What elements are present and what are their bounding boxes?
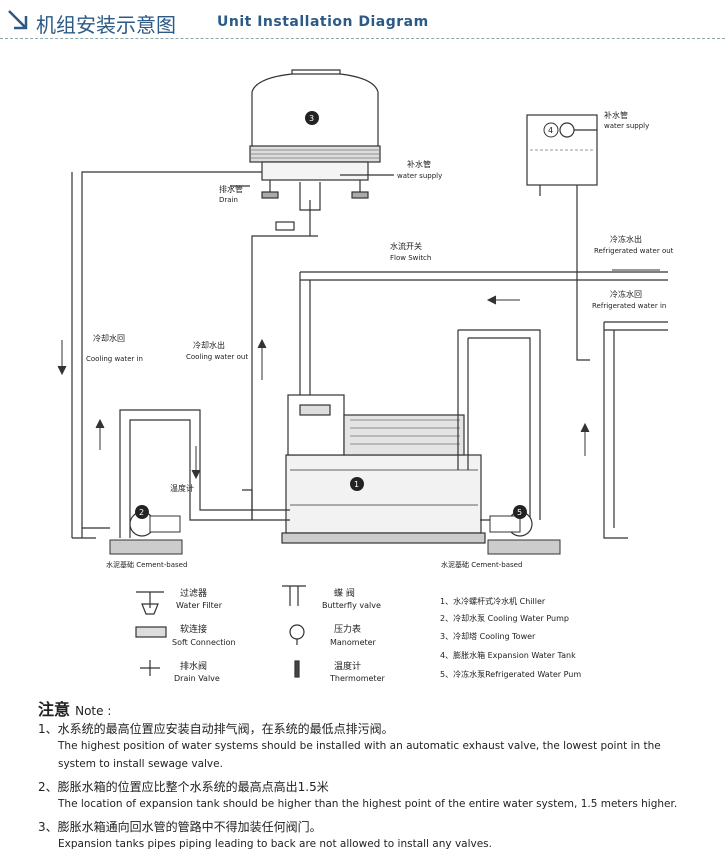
refrig-out-label-en: Refrigerated water out [594, 247, 674, 255]
legend-water-filter-en: Water Filter [176, 601, 223, 610]
legend-butterfly-valve-cn: 蝶 阀 [334, 587, 355, 599]
note-2-en: The location of expansion tank should be… [58, 798, 678, 810]
flow-switch-label-cn: 水流开关 [390, 241, 422, 251]
makeup-water-label-en: water supply [397, 172, 442, 180]
refrig-in-label-en: Refrigerated water in [592, 302, 666, 310]
flow-switch-label-en: Flow Switch [390, 254, 431, 262]
legend-soft-connection-en: Soft Connection [172, 638, 236, 647]
tank-makeup-label-en: water supply [604, 122, 649, 130]
refrig-in-label-cn: 冷冻水回 [610, 289, 642, 299]
legend-manometer-cn: 压力表 [334, 623, 361, 635]
refrig-out-label-cn: 冷冻水出 [610, 234, 642, 244]
legend-drain-valve-cn: 排水阀 [180, 660, 207, 672]
note-1-en-line1: The highest position of water systems sh… [58, 740, 661, 752]
note-1-cn: 1、水系统的最高位置应安装自动排气阀，在系统的最低点排污阀。 [38, 722, 394, 736]
legend-symbols [135, 585, 306, 678]
chiller-unit [281, 394, 486, 544]
tag-pump-right: 5 [517, 508, 522, 517]
note-3-cn: 3、膨胀水箱通向回水管的管路中不得加装任何阀门。 [38, 820, 322, 834]
cooling-out-label-en: Cooling water out [186, 353, 248, 361]
drain-label-en: Drain [219, 196, 238, 204]
legend-thermometer-cn: 温度计 [334, 660, 361, 672]
water-filter-icon [136, 591, 164, 615]
page-title-en: Unit Installation Diagram [217, 14, 429, 30]
thermometer-icon [294, 660, 300, 678]
tag-chiller: 1 [354, 480, 359, 489]
component-2: 2、冷却水泵 Cooling Water Pump [440, 613, 569, 623]
component-tags: 3 4 1 2 5 [135, 111, 559, 519]
tag-cooling-tower: 3 [309, 114, 314, 123]
note-3-en: Expansion tanks pipes piping leading to … [58, 838, 492, 850]
notes-title: 注意 Note : [38, 700, 112, 719]
legend-manometer-en: Manometer [330, 638, 377, 647]
cement-right-label: 水泥基础 Cement-based [441, 560, 522, 569]
cooling-water-pump [109, 511, 183, 555]
installation-diagram: 3 4 1 2 5 补水管 water supply 补水管 water sup… [57, 69, 674, 683]
cooling-tower [249, 69, 381, 199]
component-5: 5、冷冻水泵Refrigerated Water Pum [440, 669, 581, 679]
drain-label-cn: 排水管 [219, 184, 243, 194]
page-header: 机组安装示意图 Unit Installation Diagram [0, 0, 725, 42]
legend-water-filter-cn: 过滤器 [180, 587, 207, 599]
tag-expansion-tank: 4 [548, 126, 553, 135]
cement-left-label: 水泥基础 Cement-based [106, 560, 187, 569]
note-2-cn: 2、膨胀水箱的位置应比整个水系统的最高点高出1.5米 [38, 780, 329, 794]
refrigerated-water-pump [487, 511, 561, 555]
tank-makeup-label-cn: 补水管 [604, 110, 628, 120]
legend-drain-valve-en: Drain Valve [174, 674, 220, 683]
expansion-tank [526, 114, 598, 361]
note-1-en-line2: system to install sewage valve. [58, 758, 223, 770]
butterfly-valve-icon [282, 585, 306, 606]
manometer-icon [289, 624, 305, 640]
legend-thermometer-en: Thermometer [329, 674, 385, 683]
cooling-out-label-cn: 冷却水出 [193, 340, 225, 350]
legend-butterfly-valve-en: Butterfly valve [322, 601, 381, 610]
component-4: 4、膨胀水箱 Expansion Water Tank [440, 650, 576, 660]
legend-soft-connection-cn: 软连接 [180, 623, 207, 635]
component-3: 3、冷却塔 Cooling Tower [440, 631, 536, 641]
arrow-down-right-icon [8, 10, 28, 30]
thermometer-label-cn: 温度计 [170, 483, 194, 493]
cooling-in-label-cn: 冷却水回 [93, 333, 125, 343]
cooling-in-label-en: Cooling water in [86, 355, 143, 363]
tag-pump-left: 2 [139, 508, 144, 517]
makeup-water-label-cn: 补水管 [407, 159, 431, 169]
header-divider [0, 38, 725, 39]
component-1: 1、水冷螺杆式冷水机 Chiller [440, 596, 546, 606]
soft-connection-icon [135, 626, 167, 638]
drain-valve-icon [140, 660, 160, 676]
flow-arrows [57, 269, 660, 480]
page-title-cn: 机组安装示意图 [36, 13, 176, 37]
